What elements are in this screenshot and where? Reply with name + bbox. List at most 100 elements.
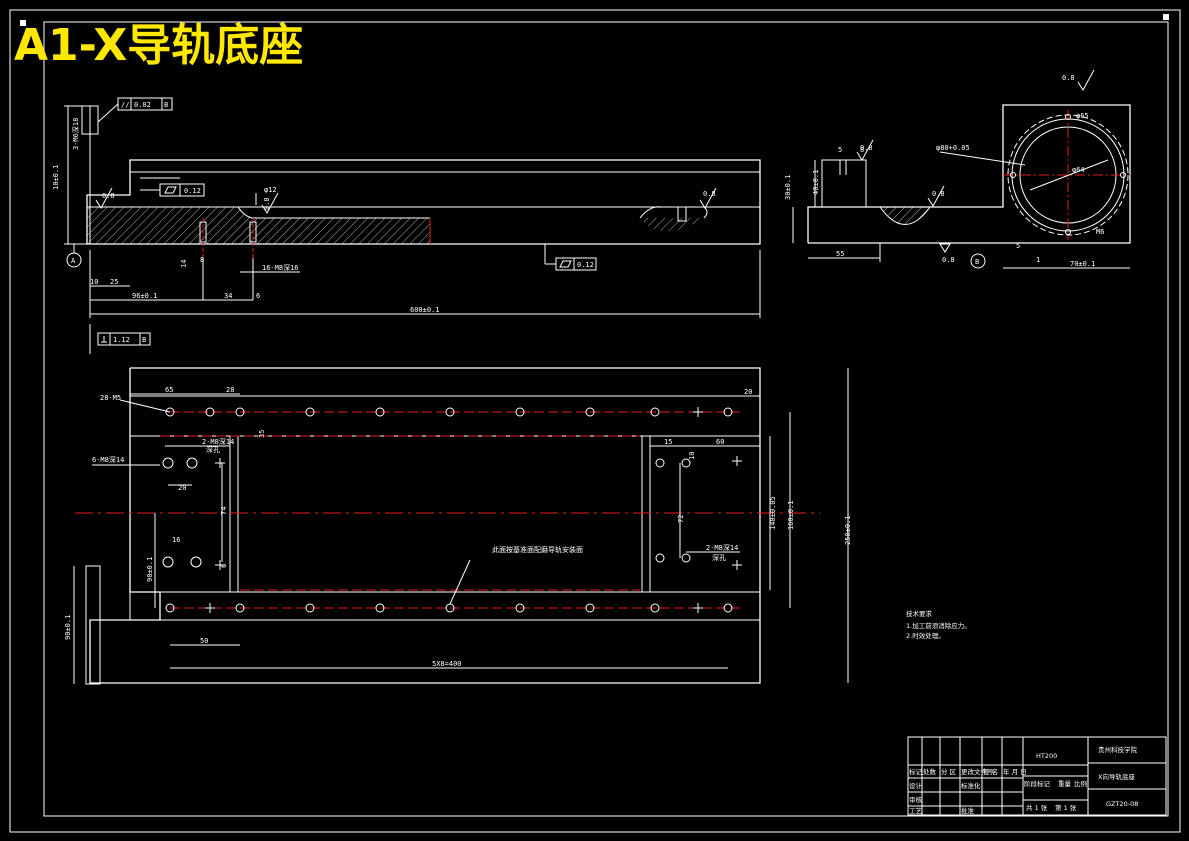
svg-text:0.8: 0.8 <box>932 190 945 198</box>
svg-text:5: 5 <box>838 146 842 154</box>
parallel-value: 0.02 <box>134 101 151 109</box>
svg-text:15: 15 <box>664 438 672 446</box>
svg-text:50: 50 <box>200 637 208 645</box>
svg-text:90±0.1: 90±0.1 <box>146 557 154 582</box>
svg-text:6: 6 <box>256 292 260 300</box>
side-view: φ80+0.05 φ65 φ64 M6 0.8 0.8 0.8 0.8 30±0… <box>784 69 1131 269</box>
svg-text:2.时效处理。: 2.时效处理。 <box>906 631 945 640</box>
svg-text:8: 8 <box>860 146 864 154</box>
outer-border <box>9 9 1181 833</box>
svg-text:25: 25 <box>110 278 118 286</box>
svg-text:1: 1 <box>1036 256 1040 264</box>
svg-text:0.12: 0.12 <box>577 261 594 269</box>
svg-text:0.8: 0.8 <box>1062 74 1075 82</box>
svg-text:10: 10 <box>90 278 98 286</box>
svg-text:20: 20 <box>178 484 186 492</box>
datum-b-bubble <box>970 253 986 269</box>
roughness-symbols: 0.8 0.8 0.8 <box>95 187 717 214</box>
svg-text:5: 5 <box>1016 242 1020 250</box>
top-view: 65 28 20 28-M5 35 2-M8深14 深孔 6-M8深14 20 … <box>64 367 852 685</box>
svg-text:55: 55 <box>836 250 844 258</box>
svg-text:1.12: 1.12 <box>113 336 130 344</box>
svg-text:比例: 比例 <box>1074 779 1087 788</box>
svg-text:0.8: 0.8 <box>263 197 271 210</box>
svg-text:分 区: 分 区 <box>941 767 957 776</box>
svg-text:φ64: φ64 <box>1072 166 1085 174</box>
svg-text:重量: 重量 <box>1058 780 1072 788</box>
svg-text:更改文件号: 更改文件号 <box>961 767 994 776</box>
hole-row-top <box>165 407 733 417</box>
svg-text:B: B <box>142 336 146 344</box>
svg-text:阶段标记: 阶段标记 <box>1024 779 1051 788</box>
center-note: 此面按基准面配磨导轨安装面 <box>492 545 583 554</box>
tolerance-frame-perp <box>97 332 151 346</box>
svg-text:10: 10 <box>688 452 696 460</box>
svg-text:年 月 日: 年 月 日 <box>1003 767 1027 776</box>
svg-text:签 名: 签 名 <box>983 767 998 776</box>
dim-phi12: φ12 <box>264 186 277 194</box>
svg-text:6: 6 <box>220 564 228 568</box>
inner-border <box>43 21 1169 817</box>
svg-text:标准化: 标准化 <box>961 781 981 790</box>
svg-text:16: 16 <box>172 536 180 544</box>
svg-text:28: 28 <box>226 386 234 394</box>
svg-text:65: 65 <box>165 386 173 394</box>
svg-text:90±0.1: 90±0.1 <box>64 615 72 640</box>
svg-text:深孔: 深孔 <box>206 445 220 454</box>
tolerance-frame-flatness-2 <box>555 257 597 271</box>
front-view: 10±0.1 3-M6深18 // 0.02 B 0.12 0.8 0.8 0.… <box>52 97 761 354</box>
svg-text:B: B <box>975 258 979 266</box>
svg-text:2-M8深14: 2-M8深14 <box>706 543 738 552</box>
svg-text:深孔: 深孔 <box>712 553 726 562</box>
svg-text:35: 35 <box>258 430 266 438</box>
svg-text:2-M8深14: 2-M8深14 <box>202 437 234 446</box>
note-side: 6-M8深14 <box>92 455 124 464</box>
svg-text:0.8: 0.8 <box>102 192 115 200</box>
tol-bore: φ80+0.05 <box>936 144 970 152</box>
svg-text:标记: 标记 <box>909 767 923 776</box>
part-name: X向导轨底座 <box>1098 772 1135 781</box>
dim-96: 96±0.1 <box>132 292 157 300</box>
hole-row-bottom <box>165 603 733 613</box>
title-block: HT200 贵州科技学院 X向导轨底座 GZT20-08 标记 处数 分 区 更… <box>907 736 1167 816</box>
drawing-title: A1-X导轨底座 <box>14 20 303 71</box>
sheets-total: 共 1 张 <box>1026 803 1048 812</box>
svg-text:40±0.1: 40±0.1 <box>812 170 820 195</box>
svg-text:0.8: 0.8 <box>942 256 955 264</box>
svg-text:工艺: 工艺 <box>909 807 923 815</box>
school: 贵州科技学院 <box>1098 745 1138 754</box>
svg-text:8: 8 <box>200 256 204 264</box>
svg-text:74: 74 <box>220 507 228 515</box>
note-holes: 28-M5 <box>100 394 121 402</box>
svg-text:250±0.1: 250±0.1 <box>844 515 852 545</box>
drawing-no: GZT20-08 <box>1106 800 1138 808</box>
hole-note: 16-M8深16 <box>262 263 299 272</box>
dim-5x80: 5X8=400 <box>432 660 462 668</box>
svg-text:B: B <box>164 101 168 109</box>
svg-text:设计: 设计 <box>909 781 923 790</box>
svg-text:72: 72 <box>677 515 685 523</box>
svg-text:20: 20 <box>744 388 752 396</box>
svg-text:60: 60 <box>716 438 724 446</box>
svg-text:处数: 处数 <box>923 767 937 776</box>
svg-text:M6: M6 <box>1096 228 1104 236</box>
svg-text:审核: 审核 <box>909 795 923 804</box>
svg-text:34: 34 <box>224 292 232 300</box>
svg-text:0.8: 0.8 <box>703 190 716 198</box>
material: HT200 <box>1036 752 1057 760</box>
svg-text:0.8: 0.8 <box>860 144 873 152</box>
svg-text://: // <box>121 101 129 109</box>
dim-height: 10±0.1 <box>52 165 60 190</box>
svg-text:1.加工前须消除应力。: 1.加工前须消除应力。 <box>906 621 971 630</box>
dim-total: 600±0.1 <box>410 306 440 314</box>
svg-text:30±0.1: 30±0.1 <box>784 175 792 200</box>
sheet-no: 第 1 张 <box>1055 803 1077 812</box>
technical-notes: 技术要求 1.加工前须消除应力。 2.时效处理。 <box>906 609 971 640</box>
svg-text:批准: 批准 <box>961 806 975 815</box>
svg-text:140±0.05: 140±0.05 <box>769 496 777 530</box>
dim-thread-note: 3-M6深18 <box>71 118 80 150</box>
svg-text:0.12: 0.12 <box>184 187 201 195</box>
svg-text:70±0.1: 70±0.1 <box>1070 260 1095 268</box>
